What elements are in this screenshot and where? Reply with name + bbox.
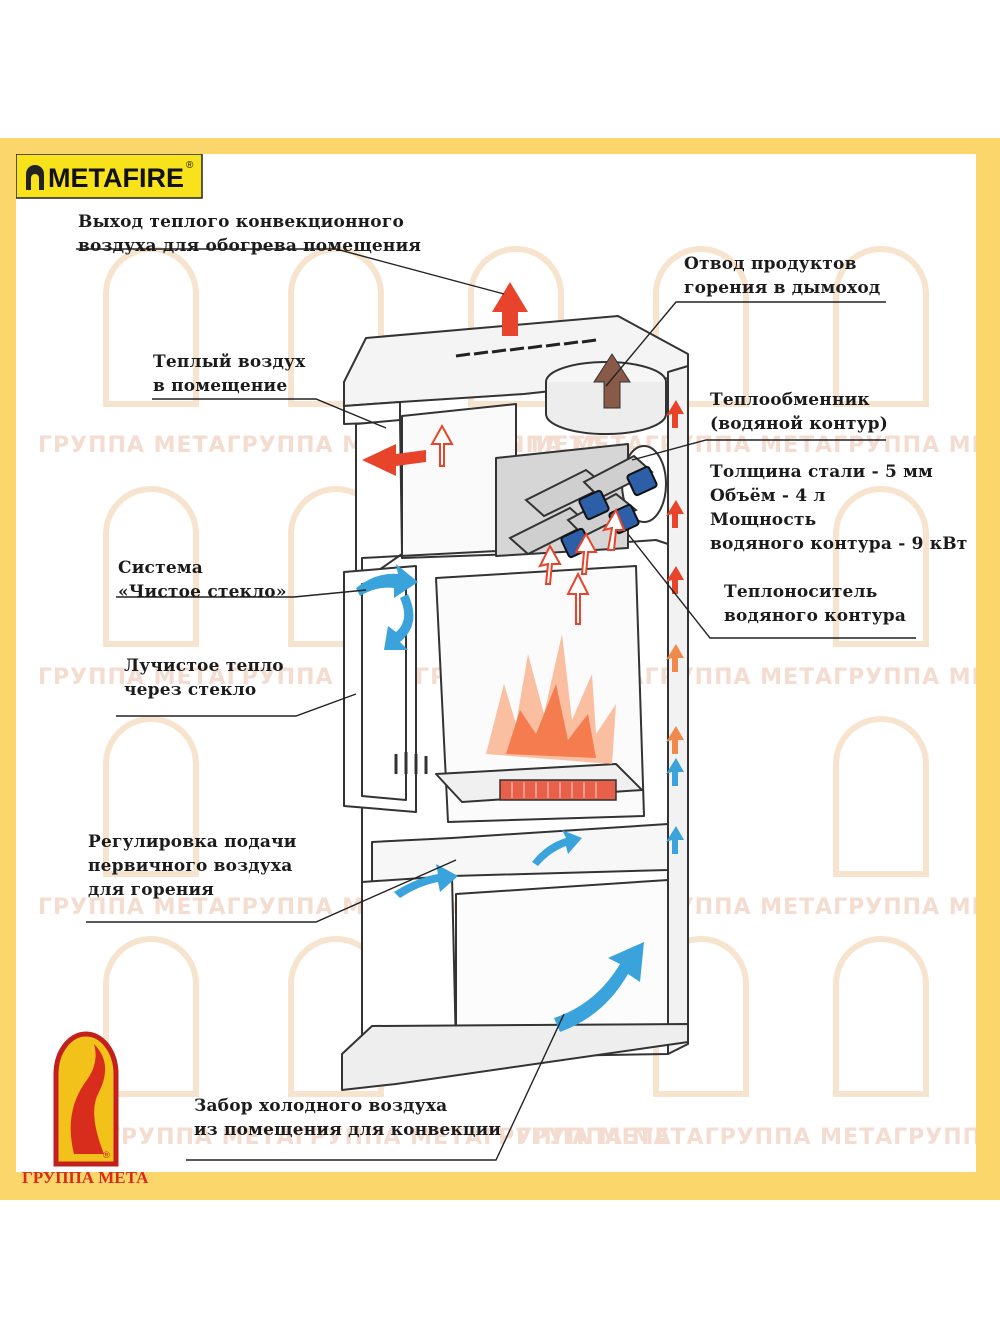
label-heat-exchanger: Теплообменник(водяной контур): [710, 390, 888, 434]
logo-text: METAFIRE: [48, 163, 184, 193]
svg-text:®: ®: [102, 1151, 111, 1161]
watermark-row: ГРУППА МЕТАГРУППА МЕТАГРУППА МЕТА: [106, 1125, 672, 1150]
clean-glass-arrow: [356, 564, 418, 598]
top-vent: [455, 338, 597, 358]
primary-air-left-arrow: [394, 864, 458, 898]
cold-air-arrows: [356, 564, 684, 1032]
diagram-panel: ГРУППА МЕТАГРУППА МЕТАГРУППА МЕТА ГРУППА…: [16, 154, 976, 1187]
logo-mark: ®: [186, 160, 194, 171]
hot-air-up-arrow: [492, 282, 528, 336]
hot-air-arrows: [362, 282, 684, 754]
watermark-row: ГРУППА МЕТАГРУППА МЕТАГРУППА МЕТА: [516, 1125, 976, 1150]
yellow-frame: ГРУППА МЕТАГРУППА МЕТАГРУППА МЕТА ГРУППА…: [0, 138, 1000, 1200]
watermark: ГРУППА МЕТАГРУППА МЕТАГРУППА МЕТА ГРУППА…: [38, 433, 976, 1150]
heat-rise-arrows: [430, 423, 626, 625]
clean-glass-down-arrow: [384, 594, 414, 650]
metafire-logo: METAFIRE ®: [16, 154, 203, 199]
stove-diagram: ГРУППА МЕТАГРУППА МЕТАГРУППА МЕТА ГРУППА…: [16, 154, 976, 1167]
convection-curve-arrow: [554, 942, 644, 1032]
company-name: ГРУППА МЕТА: [22, 1168, 149, 1187]
fire-flame: [486, 634, 617, 801]
group-meta-emblem: ®: [53, 1031, 119, 1167]
air-regulator: [394, 752, 428, 774]
hot-air-left-arrow: [362, 444, 426, 476]
leader-lines: [76, 248, 916, 1161]
label-clean-glass: Система«Чистое стекло»: [118, 558, 287, 602]
primary-air-arrow: [532, 830, 582, 866]
